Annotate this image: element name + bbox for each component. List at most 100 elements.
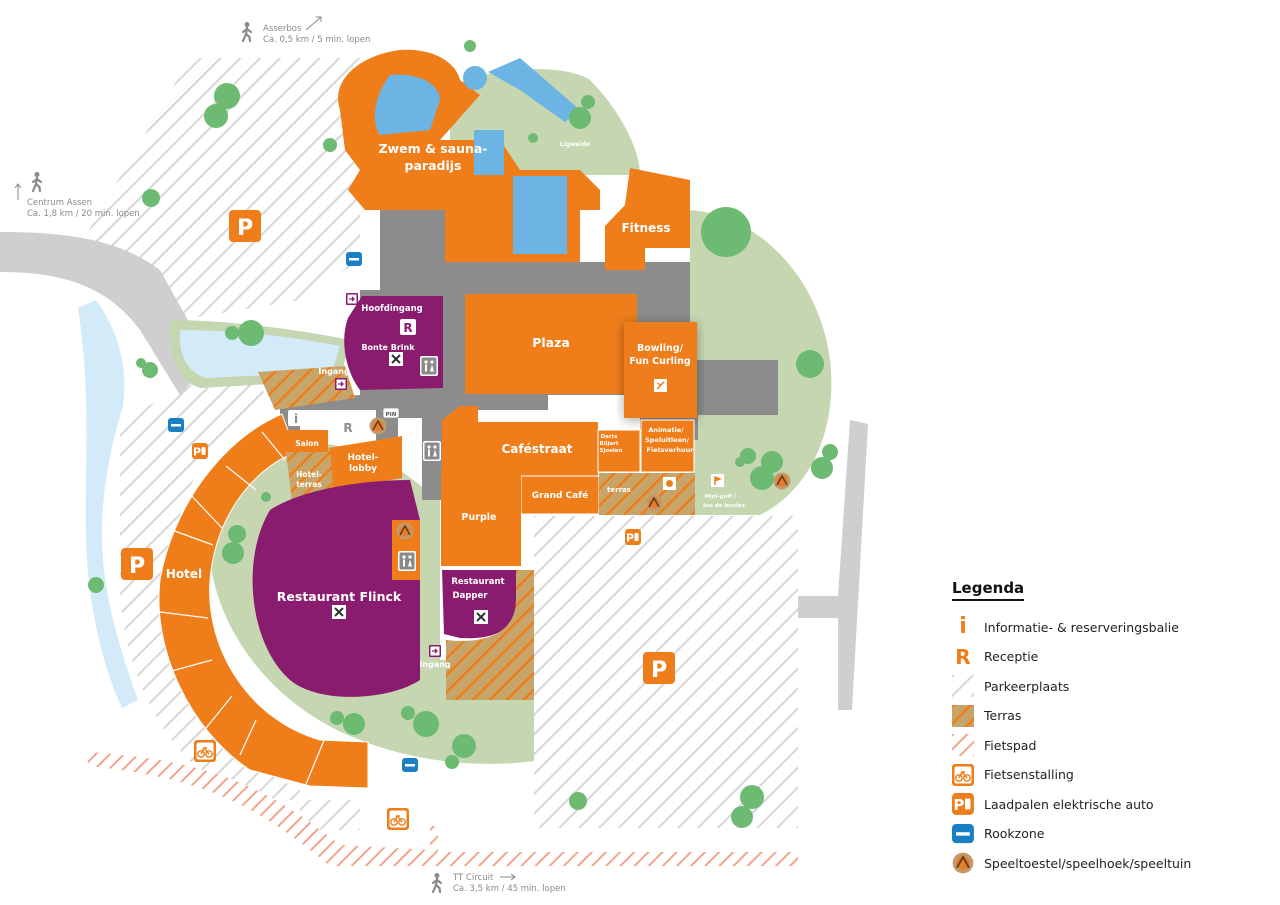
legend-label: Parkeerplaats [984,678,1070,694]
terrace-hatch-icon [952,704,974,727]
legend-item-fietspad: Fietspad [952,731,1272,759]
parking-icon: P [121,548,153,580]
label-ingang-bottom: Ingang [419,660,450,669]
label-hoofdingang: Hoofdingang [361,304,423,314]
terras-dapper [446,570,534,700]
legend-label: Fietsenstalling [984,767,1074,782]
walking-person-icon [431,871,443,894]
label-animatie-2: Speluitleen/ [645,436,690,444]
svg-text:P: P [237,216,253,241]
label-ligweide: Ligweide [560,141,590,148]
restaurant-flinck-building [252,480,420,697]
swim-pool-3 [513,176,567,254]
swim-pool-4 [463,66,487,90]
label-dapper-2: Dapper [453,591,489,601]
svg-text:P: P [651,658,667,683]
legend-label: Fietspad [984,737,1037,753]
label-ingang-top: Ingang [318,367,349,376]
svg-text:R: R [343,421,352,435]
label-hotel: Hotel [166,567,202,581]
playground-icon [952,852,974,874]
lake [78,300,138,708]
reception-icon: R [400,319,416,335]
ev-charging-icon [952,793,974,815]
restaurant-icon [388,351,404,367]
grand-cafe-building [520,475,600,515]
restaurant-dapper-building [442,570,516,639]
swim-pool-1 [374,74,440,135]
label-fitness: Fitness [621,221,670,235]
label-hotel-lobby-1: Hotel- [348,453,379,463]
terras-east [599,473,695,515]
hotel-room-dividers [159,431,326,785]
label-darts-3: Sjoelen [600,448,623,454]
legend-item-fietsenstalling: Fietsenstalling [952,761,1272,789]
toilet-icon [423,441,441,461]
reception-icon: R [340,419,356,435]
smoking-icon [952,823,974,845]
label-bonte-brink: Bonte Brink [361,343,415,352]
salon-room [286,430,328,452]
legend-item-laadpalen: Laadpalen elektrische auto [952,790,1272,818]
legend-label: Informatie- & reserveringsbalie [984,619,1179,635]
label-hotel-terras-1: Hotel- [296,470,322,479]
bonte-brink-building [344,296,443,390]
legend-item-receptie: R Receptie [952,643,1272,671]
parking-icon: P [229,210,261,242]
reception-icon: R [955,644,971,669]
pin-box [382,407,400,419]
entrance-icon [428,644,442,658]
bowling-icon [654,379,667,392]
bowling-building [624,322,697,418]
terras-ingang [258,366,355,410]
arrow-icon [500,873,516,881]
walking-person-icon [31,170,43,193]
bike-path [88,752,798,866]
label-darts-2: Biljart [600,441,619,447]
ev-charging-icon [192,443,208,459]
label-purple: Purple [462,512,497,523]
legend: Legenda i Informatie- & reserveringsbali… [952,578,1272,879]
smoking-icon [168,418,184,432]
cafestraat-building [442,406,640,476]
bike-path-hatch-icon [952,734,974,756]
label-animatie-3: Fietsverhuur [647,446,695,454]
legend-item-parkeerplaats: Parkeerplaats [952,672,1272,700]
walk-asserbos-dist: Ca. 0,5 km / 5 min. lopen [263,35,370,45]
svg-text:i: i [294,412,298,426]
label-restaurant-flinck: Restaurant Flinck [277,589,402,604]
svg-text:P: P [129,554,145,579]
playground-icon [395,521,415,541]
label-plaza: Plaza [532,335,570,350]
smoking-icon [402,758,418,772]
road-east [792,420,868,710]
label-animatie-1: Animatie/ [648,426,684,434]
legend-label: Terras [984,708,1022,723]
playground-icon [368,416,388,436]
walk-asserbos: Asserbos Ca. 0,5 km / 5 min. lopen [241,16,370,45]
label-hotel-terras-2: terras [296,480,322,489]
parking-area-northwest [80,58,360,320]
legend-title: Legenda [952,579,1025,601]
minigolf-icon [711,474,724,487]
swim-pool-5 [488,58,580,122]
animatie-room [640,419,695,473]
hotel-building [158,413,369,789]
walk-tt: TT Circuit Ca. 3,5 km / 45 min. lopen [431,871,566,894]
walk-centrum: Centrum Assen Ca. 1,8 km / 20 min. lopen [14,170,140,219]
purple-building [441,470,521,566]
fitness-building [605,168,690,270]
legend-label: Speeltoestel/speelhoek/speeltuin [984,855,1192,871]
hotel-terras [286,448,334,502]
plaza-building [465,294,637,394]
legend-item-speeltoestel: Speeltoestel/speelhoek/speeltuin [952,849,1272,877]
info-icon: i [959,614,967,639]
parking-icon: P [643,652,675,684]
ev-charging-icon [625,529,641,545]
svg-text:R: R [403,321,412,335]
parking-hatch-icon [952,675,974,697]
legend-label: Laadpalen elektrische auto [984,796,1154,812]
legend-item-rookzone: Rookzone [952,820,1272,848]
arrow-icon [14,183,22,200]
